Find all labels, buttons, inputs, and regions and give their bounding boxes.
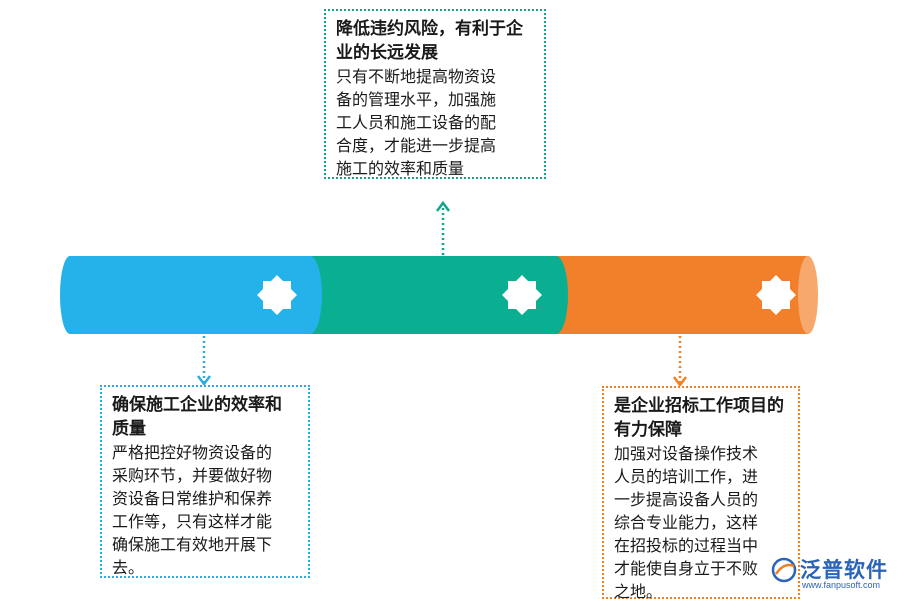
card-left-line: 资设备日常维护和保养 — [112, 489, 273, 508]
arrow-down-icon — [673, 376, 687, 388]
arrow-down-icon — [197, 375, 211, 387]
card-right-line: 一步提高设备人员的 — [614, 490, 759, 509]
card-right-line: 人员的培训工作，进 — [614, 467, 759, 486]
card-left-line: 确保施工有效地开展下 — [112, 535, 273, 554]
card-top-line: 合度，才能进一步提高 — [336, 136, 497, 155]
card-right-title: 是企业招标工作项目的有力保障 — [614, 396, 784, 440]
card-top-line: 施工的效率和质量 — [336, 159, 465, 178]
pipe-segment-blue — [60, 256, 322, 334]
card-left-line: 工作等，只有这样才能 — [112, 512, 273, 531]
card-left-title: 确保施工企业的效率和质量 — [112, 395, 282, 439]
logo-mark-icon — [771, 557, 797, 583]
card-left-line: 采购环节，并要做好物 — [112, 466, 273, 485]
brand-logo: 泛普软件 www.fanpusoft.com — [770, 552, 895, 592]
card-right-line: 才能使自身立于不败 — [614, 559, 759, 578]
card-top: 降低违约风险，有利于企业的长远发展 只有不断地提高物资设 备的管理水平，加强施 … — [324, 9, 546, 179]
card-right-line: 在招投标的过程当中 — [614, 536, 759, 555]
card-left-line: 去。 — [112, 558, 145, 577]
card-right-line: 之地。 — [614, 582, 663, 601]
logo-url: www.fanpusoft.com — [802, 580, 881, 590]
card-top-line: 工人员和施工设备的配 — [336, 113, 497, 132]
card-left-line: 严格把控好物资设备的 — [112, 443, 273, 462]
card-top-line: 只有不断地提高物资设 — [336, 67, 497, 86]
gear-icon — [502, 275, 542, 315]
gear-icon — [756, 275, 796, 315]
card-left: 确保施工企业的效率和质量 严格把控好物资设备的 采购环节，并要做好物 资设备日常… — [100, 385, 310, 578]
card-right-line: 加强对设备操作技术 — [614, 444, 759, 463]
arrow-up-icon — [436, 200, 450, 212]
card-top-line: 备的管理水平，加强施 — [336, 90, 497, 109]
card-right-line: 综合专业能力，这样 — [614, 513, 759, 532]
card-right: 是企业招标工作项目的有力保障 加强对设备操作技术 人员的培训工作，进 一步提高设… — [602, 386, 800, 601]
logo-text: 泛普软件 — [800, 558, 888, 582]
gear-icon — [257, 275, 297, 315]
card-top-title: 降低违约风险，有利于企业的长远发展 — [336, 19, 523, 63]
